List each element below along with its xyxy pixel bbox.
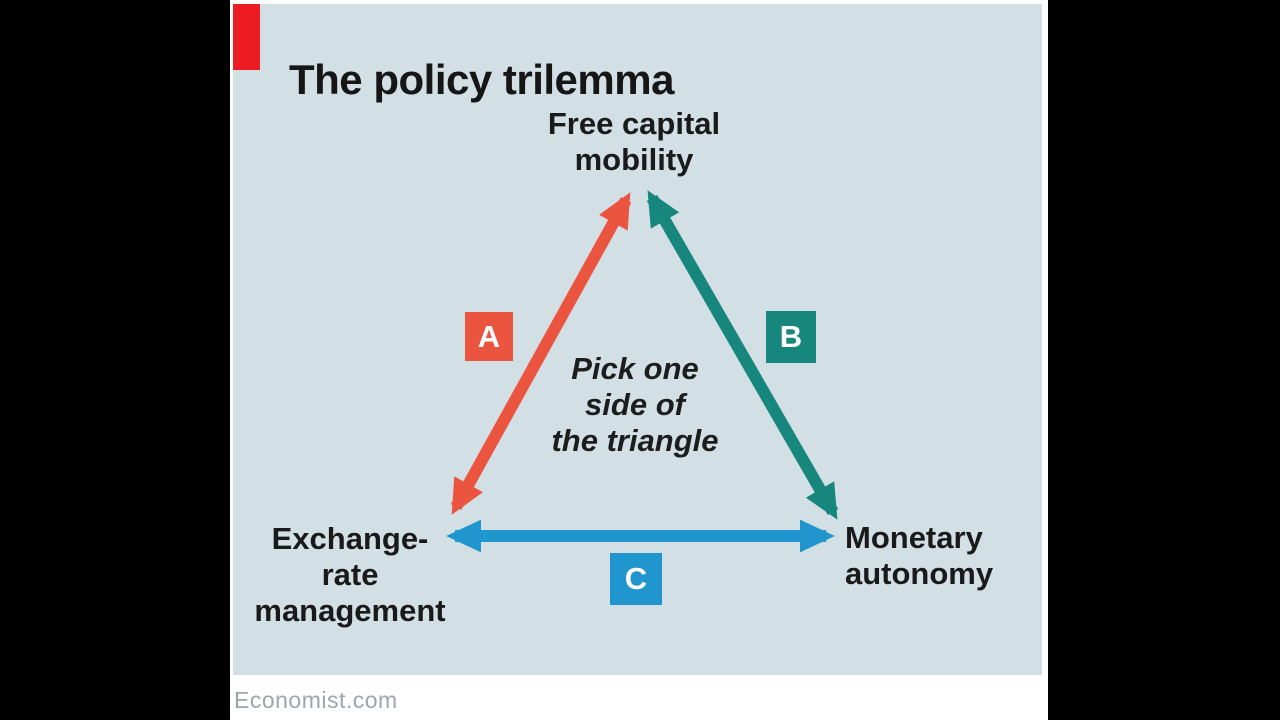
center-note: Pick one side of the triangle: [505, 351, 765, 459]
center-note-line: side of: [585, 387, 685, 422]
center-note-line: Pick one: [571, 351, 699, 386]
node-free-capital-mobility: Free capital mobility: [484, 106, 784, 178]
source-credit: Economist.com: [234, 687, 398, 713]
edge-a-badge: A: [465, 312, 513, 361]
node-label-line: mobility: [574, 142, 694, 177]
edge-b-arrow: [646, 190, 839, 520]
chart-title: The policy trilemma: [289, 56, 674, 104]
node-label-line: Exchange-: [271, 521, 429, 556]
node-monetary-autonomy: Monetary autonomy: [845, 520, 1075, 592]
economist-red-tab: [233, 4, 260, 70]
edge-b-badge: B: [766, 311, 816, 363]
node-label-line: management: [254, 593, 446, 628]
node-exchange-rate-management: Exchange- rate management: [245, 521, 455, 629]
node-label-line: Free capital: [547, 106, 721, 141]
node-label-line: rate: [321, 557, 379, 592]
center-note-line: the triangle: [551, 423, 719, 458]
edge-c-badge: C: [610, 553, 662, 605]
edge-a-arrow: [450, 192, 632, 515]
node-label-line: Monetary: [845, 520, 983, 555]
node-label-line: autonomy: [845, 556, 994, 591]
